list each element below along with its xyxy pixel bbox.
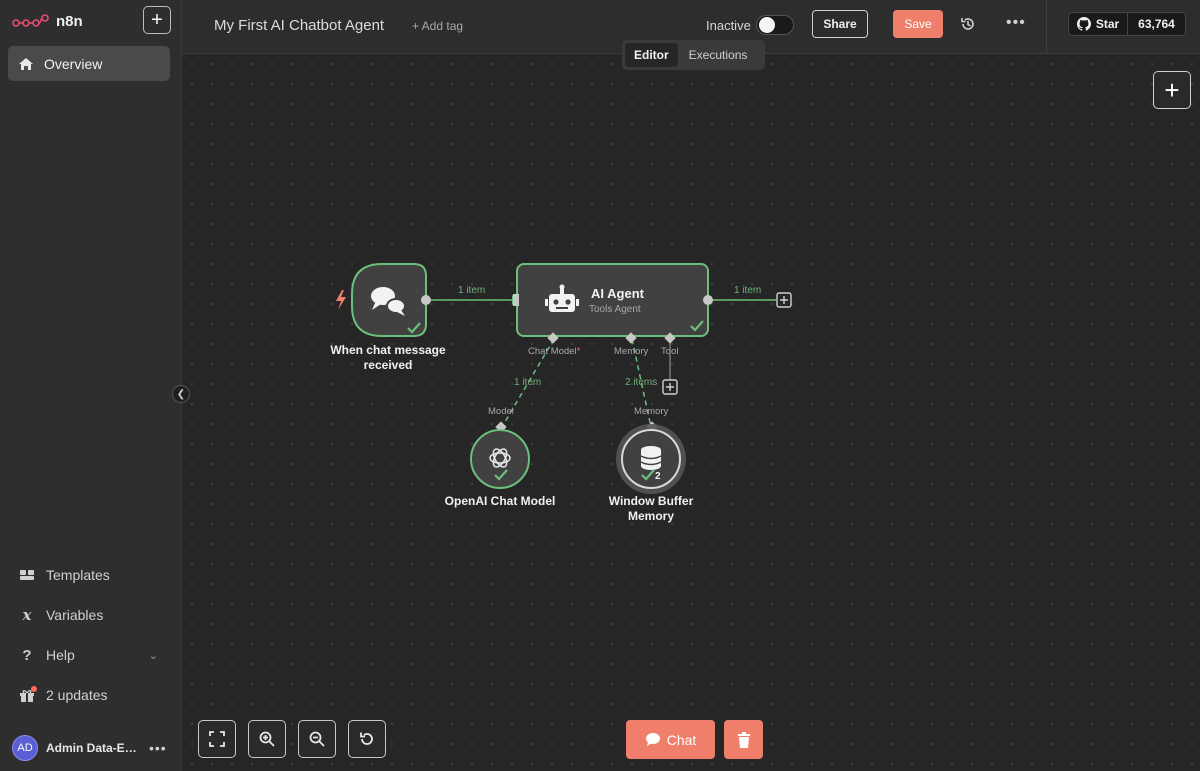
connection-label: 1 item	[514, 377, 542, 388]
openai-icon	[489, 448, 511, 468]
open-chat-button[interactable]: Chat	[626, 720, 715, 759]
port-label-memory: Memory	[614, 346, 649, 357]
templates-icon	[18, 566, 36, 584]
undo-icon	[360, 732, 373, 745]
sidebar-item-help[interactable]: ? Help ⌄	[18, 646, 158, 664]
success-check-icon	[690, 320, 704, 332]
run-count-badge: 2	[655, 471, 661, 482]
plus-icon: +	[1164, 75, 1180, 105]
sidebar-item-label: Variables	[46, 607, 104, 623]
sidebar-item-updates[interactable]: 2 updates	[18, 686, 158, 704]
node-title-ai-agent: AI Agent	[591, 286, 644, 301]
add-output-node-button[interactable]	[776, 292, 792, 308]
sidebar-item-variables[interactable]: x Variables	[18, 606, 158, 624]
user-name: Admin Data-Es...	[46, 741, 141, 755]
node-subtitle-ai-agent: Tools Agent	[589, 304, 641, 315]
variables-icon: x	[22, 606, 32, 624]
sidebar-item-overview[interactable]: Overview	[8, 46, 170, 81]
tab-editor[interactable]: Editor	[625, 43, 678, 67]
view-tabs: Editor Executions	[622, 40, 765, 70]
header-divider	[1046, 0, 1047, 54]
success-check-icon	[407, 322, 421, 334]
history-icon[interactable]	[960, 16, 976, 32]
new-workflow-button[interactable]: +	[143, 6, 171, 34]
success-check-icon	[641, 469, 655, 481]
user-menu[interactable]: AD Admin Data-Es... •••	[12, 735, 172, 761]
node-openai-chat-model[interactable]	[470, 429, 530, 489]
delete-button[interactable]	[724, 720, 763, 759]
chat-bubbles-icon	[371, 287, 406, 316]
add-node-button[interactable]: +	[1153, 71, 1191, 109]
github-star-button[interactable]: Star	[1068, 12, 1128, 36]
input-port[interactable]	[513, 294, 519, 306]
n8n-logo[interactable]: n8n	[12, 10, 83, 32]
chat-model-port[interactable]	[547, 332, 559, 344]
connection-label: 1 item	[458, 285, 486, 296]
node-label-memory: Window Buffer Memory	[608, 494, 694, 523]
database-icon	[640, 446, 662, 470]
reset-zoom-button[interactable]	[348, 720, 386, 758]
node-label-trigger: When chat message received	[330, 343, 446, 372]
share-button[interactable]: Share	[812, 10, 868, 38]
more-options-icon[interactable]: •••	[1006, 14, 1026, 31]
help-icon: ?	[22, 646, 32, 664]
update-indicator	[31, 686, 37, 692]
avatar: AD	[12, 735, 38, 761]
fit-view-icon	[209, 731, 225, 747]
sidebar-item-label: Help	[46, 647, 75, 663]
chevron-down-icon: ⌄	[148, 649, 158, 662]
success-check-icon	[494, 469, 508, 481]
tool-port[interactable]	[664, 332, 676, 344]
chat-icon	[645, 733, 660, 746]
sidebar-item-label: Templates	[46, 567, 110, 583]
workflow-title[interactable]: My First AI Chatbot Agent	[214, 17, 385, 34]
zoom-in-button[interactable]	[248, 720, 286, 758]
gift-icon	[18, 686, 37, 704]
sidebar-item-templates[interactable]: Templates	[18, 566, 158, 584]
chevron-left-icon: ❮	[176, 388, 186, 400]
github-star-count[interactable]: 63,764	[1128, 12, 1186, 36]
sidebar-item-label: Overview	[44, 55, 103, 72]
trash-icon	[737, 731, 750, 748]
status-label: Inactive	[706, 18, 751, 33]
zoom-out-icon	[309, 731, 325, 747]
save-button[interactable]: Save	[893, 10, 943, 38]
port-label-tool: Tool	[661, 346, 679, 357]
node-label-openai: OpenAI Chat Model	[444, 494, 556, 508]
github-icon	[1076, 17, 1091, 31]
add-tag-button[interactable]: + Add tag	[412, 19, 464, 33]
port-label-memory-in: Memory	[634, 406, 669, 417]
output-port[interactable]	[421, 295, 431, 305]
zoom-out-button[interactable]	[298, 720, 336, 758]
github-star-label: Star	[1095, 17, 1120, 31]
more-icon[interactable]: •••	[149, 740, 167, 756]
active-toggle[interactable]	[756, 15, 794, 35]
connection-label: 2 items	[625, 377, 658, 388]
connection-label: 1 item	[734, 285, 762, 296]
robot-icon	[545, 284, 579, 312]
sidebar-item-label: 2 updates	[46, 687, 108, 703]
n8n-logo-icon	[12, 14, 49, 27]
connection-model	[501, 338, 555, 428]
sidebar: n8n + Overview Templates x Variables ? H…	[0, 0, 182, 771]
home-icon	[19, 57, 33, 70]
memory-port[interactable]	[625, 332, 637, 344]
toggle-knob	[759, 17, 775, 33]
tab-executions[interactable]: Executions	[688, 48, 748, 62]
workflow-graph	[336, 263, 792, 494]
output-port[interactable]	[703, 295, 713, 305]
workflow-canvas[interactable]: +	[182, 54, 1200, 771]
port-label-chat-model: Chat Model*	[528, 346, 581, 357]
add-tool-button[interactable]	[662, 379, 678, 395]
zoom-in-icon	[259, 731, 275, 747]
port-label-model-in: Model	[488, 406, 514, 417]
fit-view-button[interactable]	[198, 720, 236, 758]
collapse-sidebar-button[interactable]: ❮	[172, 385, 190, 403]
chat-button-label: Chat	[666, 731, 697, 748]
logo-text: n8n	[56, 12, 83, 30]
connection-memory	[631, 338, 652, 428]
trigger-bolt-icon	[336, 290, 346, 310]
plus-icon: +	[151, 9, 163, 31]
